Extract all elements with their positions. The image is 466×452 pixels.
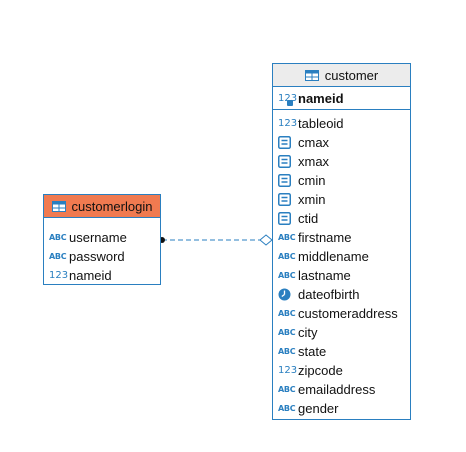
column-name: state [298,344,327,359]
column-nameid-key[interactable]: 123 nameid [273,87,410,110]
system-type-icon [278,193,295,206]
entity-customer-header[interactable]: customer [273,64,410,87]
column-name: tableoid [298,116,344,131]
column-name: password [69,249,125,264]
system-type-icon [278,212,295,225]
icon-label: 123 [278,365,298,376]
column-name: nameid [69,268,112,283]
column-name: middlename [298,249,369,264]
text-type-icon: ABC [278,309,296,318]
text-type-icon: ABC [49,233,67,242]
column-name: emailaddress [298,382,376,397]
column-name: ctid [298,211,319,226]
icon-label: ABC [278,233,296,242]
column-name: xmin [298,192,326,207]
system-type-icon [278,174,295,187]
column-cmax[interactable]: cmax [273,133,410,152]
icon-label: ABC [49,233,67,242]
column-name: username [69,230,127,245]
primary-key-numeric-icon: 123 [278,92,298,106]
column-name: gender [298,401,339,416]
text-type-icon: ABC [278,404,296,413]
icon-label: ABC [278,252,296,261]
column-name: zipcode [298,363,343,378]
text-type-icon: ABC [278,252,296,261]
numeric-type-icon: 123 [278,118,298,129]
numeric-type-icon: 123 [278,365,298,376]
column-dateofbirth[interactable]: dateofbirth [273,285,410,304]
system-type-icon [278,155,295,168]
column-name: customeraddress [298,306,398,321]
text-type-icon: ABC [278,271,296,280]
icon-label: ABC [278,328,296,337]
system-type-icon [278,136,295,149]
icon-label: 123 [278,92,298,104]
column-name: lastname [298,268,351,283]
icon-label: ABC [49,252,67,261]
text-type-icon: ABC [278,328,296,337]
entity-title: customer [324,67,379,83]
text-type-icon: ABC [278,347,296,356]
icon-label: 123 [49,270,69,281]
column-xmax[interactable]: xmax [273,152,410,171]
column-name: dateofbirth [298,287,360,302]
relationship-target-diamond [259,234,273,246]
icon-label: ABC [278,404,296,413]
text-type-icon: ABC [278,385,296,394]
column-cmin[interactable]: cmin [273,171,410,190]
column-xmin[interactable]: xmin [273,190,410,209]
key-badge-icon [287,99,293,106]
icon-label: 123 [278,118,298,129]
icon-label: ABC [278,271,296,280]
column-name: firstname [298,230,352,245]
numeric-type-icon: 123 [49,270,69,281]
icon-label: ABC [278,309,296,318]
key-column-name: nameid [298,90,344,106]
text-type-icon: ABC [278,233,296,242]
column-name: cmin [298,173,326,188]
column-ctid[interactable]: ctid [273,209,410,228]
entity-title: customerlogin [71,198,153,214]
icon-label: ABC [278,385,296,394]
table-icon [304,69,319,81]
entity-customerlogin-header[interactable]: customerlogin [44,195,160,218]
column-name: city [298,325,318,340]
table-icon [51,200,66,212]
date-type-icon [278,288,295,301]
column-name: xmax [298,154,330,169]
icon-label: ABC [278,347,296,356]
text-type-icon: ABC [49,252,67,261]
column-name: cmax [298,135,330,150]
